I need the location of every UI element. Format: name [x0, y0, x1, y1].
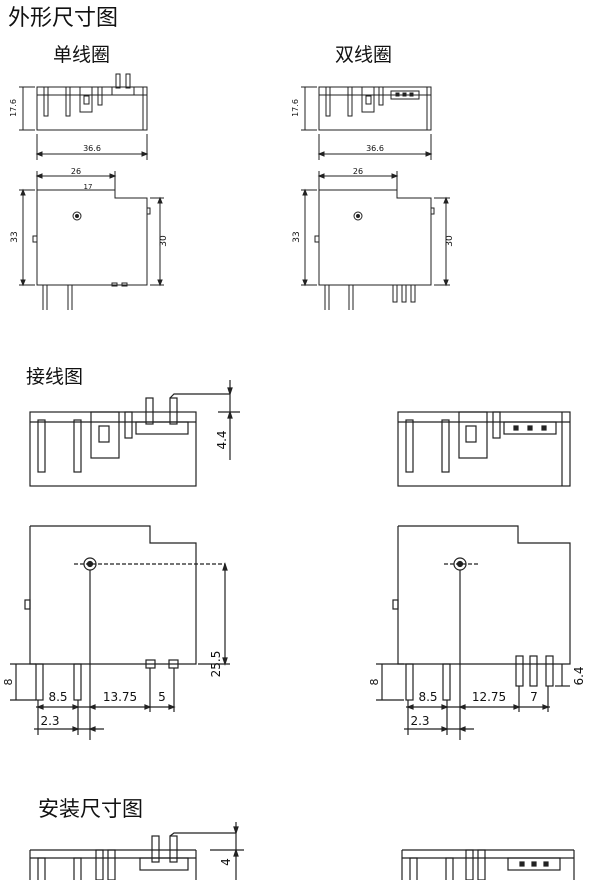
single-coil-heading: 单线圈: [53, 44, 111, 66]
double-coil-heading: 双线圈: [335, 44, 393, 66]
single-coil-side-view: [19, 73, 149, 160]
dim-length-label: 36.6: [83, 144, 101, 153]
double-coil-side-view: [301, 86, 433, 160]
dim-pitch-c-label-double: 7: [530, 690, 538, 704]
dim-pin-length-label-double: 8: [368, 679, 381, 686]
dim-offset-label: 2.3: [40, 714, 59, 728]
wiring-double-side-view: [397, 411, 571, 487]
mounting-double-side-view: [401, 849, 575, 880]
dim-top-mark-label: 17: [84, 183, 93, 191]
wiring-single-front-view: [10, 525, 230, 740]
dim-pitch-a-label-double: 8.5: [418, 690, 437, 704]
mounting-single-side-view: [29, 822, 244, 880]
dim-top-width-label: 26: [71, 167, 81, 176]
dim-height-label: 17.6: [9, 99, 18, 117]
dim-right-height-label-double: 30: [445, 235, 455, 247]
dim-left-height-label-double: 33: [292, 231, 302, 242]
wiring-single-side-view: [29, 380, 240, 487]
single-coil-front-view: [19, 171, 164, 310]
dim-left-height-label: 33: [10, 231, 20, 242]
dim-height-label-double: 17.6: [291, 99, 300, 117]
dim-pitch-a-label: 8.5: [48, 690, 67, 704]
dim-length-label-double: 36.6: [366, 144, 384, 153]
double-coil-front-view: [301, 171, 450, 310]
dim-mount-side-label: 4: [219, 858, 233, 866]
wiring-double-front-view: [376, 525, 571, 740]
dim-pin-height-double-label: 6.4: [572, 666, 586, 685]
dim-pin-length-label: 8: [2, 679, 15, 686]
dim-pitch-b-label: 13.75: [103, 690, 137, 704]
page-title: 外形尺寸图: [8, 6, 119, 31]
dim-right-height-label: 30: [159, 235, 169, 247]
mounting-dimensions-heading: 安装尺寸图: [38, 797, 143, 821]
dim-pitch-c-label: 5: [158, 690, 166, 704]
wiring-diagram-heading: 接线图: [26, 366, 84, 388]
dim-pin-height-label: 4.4: [215, 430, 229, 449]
dim-offset-label-double: 2.3: [410, 714, 429, 728]
dim-pitch-b-label-double: 12.75: [472, 690, 506, 704]
dim-center-height-label: 25.5: [209, 651, 223, 678]
dim-top-width-label-double: 26: [353, 167, 363, 176]
